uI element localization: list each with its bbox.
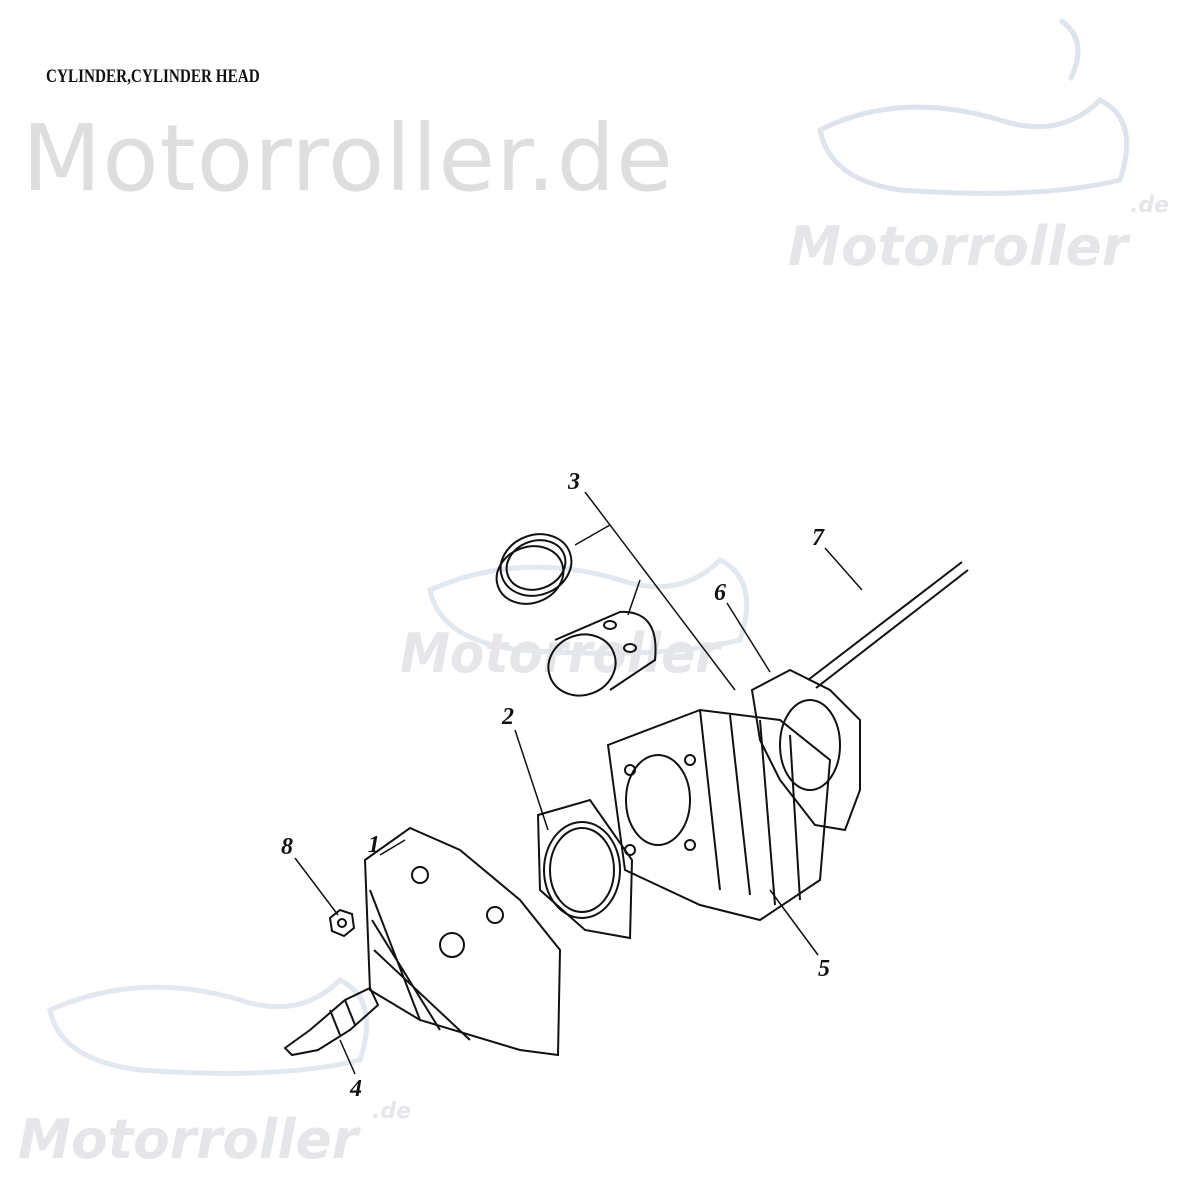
part-label-4: 4 xyxy=(349,1076,362,1102)
part-label-3: 3 xyxy=(567,469,580,495)
diagram-title: CYLINDER,CYLINDER HEAD xyxy=(46,66,260,87)
watermark-logo-bottom-left: Motorroller .de xyxy=(18,976,411,1171)
leader-lines xyxy=(294,491,863,1075)
part-label-8: 8 xyxy=(281,834,293,860)
watermark-text: Motorroller.de xyxy=(22,105,674,212)
spark-plug xyxy=(283,986,380,1057)
part-label-7: 7 xyxy=(812,525,825,551)
piston-rings xyxy=(495,533,573,605)
part-label-1: 1 xyxy=(368,832,380,858)
watermark-logo-text: Motorroller xyxy=(18,1108,361,1171)
stud-bolt xyxy=(807,561,969,689)
watermark-logo-text: Motorroller xyxy=(788,215,1131,278)
cylinder xyxy=(606,708,832,922)
part-label-5: 5 xyxy=(818,956,830,982)
head-gasket xyxy=(536,798,634,940)
watermark-logo-center: Motorroller xyxy=(400,556,750,685)
watermark-logo-suffix: .de xyxy=(1130,193,1169,218)
cylinder-base-gasket xyxy=(750,668,861,832)
watermark-logo-top-right: Motorroller .de xyxy=(788,17,1169,278)
part-label-6: 6 xyxy=(714,580,726,606)
cylinder-head xyxy=(363,826,562,1057)
piston xyxy=(547,610,657,697)
watermark-logo-text: Motorroller xyxy=(400,622,723,685)
nut xyxy=(328,908,356,938)
part-label-2: 2 xyxy=(501,704,514,730)
watermark-logo-suffix: .de xyxy=(372,1099,411,1124)
